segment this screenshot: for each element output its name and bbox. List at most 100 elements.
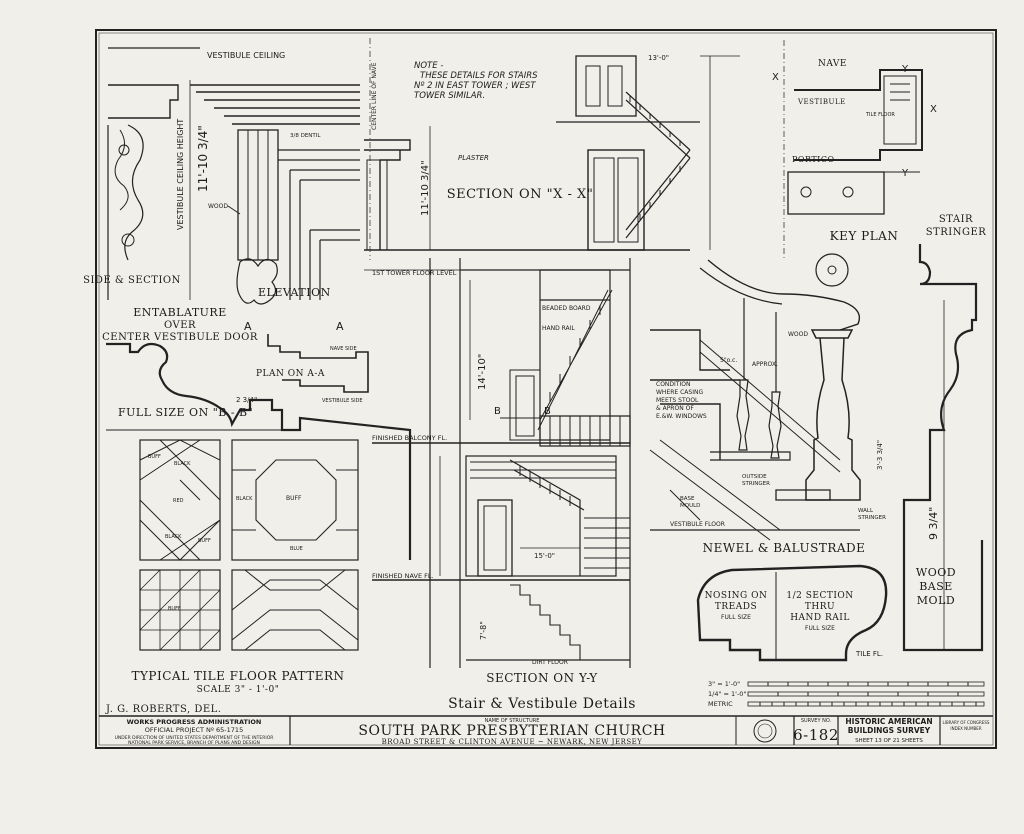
tile-fl-label: TILE FL.: [855, 650, 883, 658]
half-section-2: THRU: [805, 602, 835, 612]
a-marker-right: A: [336, 320, 344, 333]
plaster-label: PLASTER: [458, 154, 489, 162]
a-marker-left: A: [244, 320, 252, 333]
first-tower-floor: 1ST TOWER FLOOR LEVEL: [372, 269, 457, 277]
condition-1: CONDITION: [656, 381, 690, 388]
sheet-border: [95, 29, 997, 749]
name-of-structure-label: NAME OF STRUCTURE: [485, 718, 540, 724]
structure-address: BROAD STREET & CLINTON AVENUE ~ NEWARK, …: [382, 738, 643, 746]
ceiling-height-dim: 11'-10 3/4": [196, 125, 210, 192]
finished-balcony-fl: FINISHED BALCONY FL.: [372, 434, 447, 442]
note-line-1: NOTE -: [414, 61, 443, 71]
scale-bar-label-1: 3" = 1'-0": [708, 680, 740, 688]
vestibule-label: VESTIBULE: [797, 98, 846, 106]
vestibule-side-label: VESTIBULE SIDE: [322, 398, 363, 404]
dim-11-10-xx: 11'-10 3/4": [420, 160, 431, 216]
stair-stringer-profile: 9 3/4" WOOD BASE MOLD TILE FL.: [855, 244, 984, 658]
note-line-4: TOWER SIMILAR.: [414, 91, 485, 101]
sheet-number: SHEET 13 OF 21 SHEETS: [855, 738, 923, 744]
dim-14-10: 14'-10": [477, 354, 488, 390]
dim-5-oc: 5"o.c.: [720, 357, 737, 364]
nosing-3: FULL SIZE: [721, 614, 751, 621]
structure-name: SOUTH PARK PRESBYTERIAN CHURCH: [358, 723, 665, 739]
tile-black-1: BLACK: [174, 461, 191, 467]
wall-stringer-1: WALL: [858, 508, 874, 514]
portico-label: PORTICO: [792, 155, 835, 164]
base-mould-2: MOULD: [680, 503, 700, 509]
wall-stringer-2: STRINGER: [858, 515, 886, 521]
tile-blue: BLUE: [290, 546, 303, 552]
key-plan-title: KEY PLAN: [830, 229, 899, 243]
dim-13-0: 13'-0": [648, 54, 669, 62]
condition-4: & APRON OF: [656, 405, 694, 412]
note-line-2: THESE DETAILS FOR STAIRS: [420, 71, 538, 81]
wood-base-1: WOOD: [916, 566, 956, 579]
wood-label-newel: WOOD: [788, 331, 808, 338]
scale-bars: 3" = 1'-0" 1/4" = 1'-0" METRIC: [708, 680, 985, 708]
tile-red: RED: [173, 498, 184, 504]
wpa-line-4: NATIONAL PARK SERVICE, BRANCH OF PLANS A…: [128, 740, 260, 746]
newel-balustrade-title: NEWEL & BALUSTRADE: [703, 541, 866, 555]
drawing-title: Stair & Vestibule Details: [448, 696, 636, 712]
bb-molding-profile: FULL SIZE ON "B - B" 2 3/4": [106, 342, 412, 560]
condition-5: E.&W. WINDOWS: [656, 413, 707, 420]
plan-aa-detail: A A NAVE SIDE PLAN ON A-A VESTIBULE SIDE: [244, 320, 369, 404]
x-marker-1: X: [772, 72, 779, 83]
title-block: J. G. ROBERTS, DEL. Stair & Vestibule De…: [99, 696, 993, 746]
survey-no-label: SURVEY NO.: [801, 718, 832, 724]
dim-2-3-4: 2 3/4": [236, 396, 257, 404]
x-marker-2: X: [930, 104, 937, 115]
newel-balustrade: WOOD 5"o.c. APPROX. CONDITION WHERE CASI…: [649, 253, 886, 555]
note-line-3: Nº 2 IN EAST TOWER ; WEST: [414, 81, 536, 91]
tile-black-2: BLACK: [165, 534, 182, 540]
y-marker-2: Y: [901, 168, 909, 179]
tile-floor-label: TILE FLOOR: [865, 112, 895, 118]
tile-buff-2: BUFF: [198, 538, 211, 544]
condition-2: WHERE CASING: [656, 389, 703, 396]
habs-line-1: HISTORIC AMERICAN: [845, 717, 932, 726]
wpa-line-3: UNDER DIRECTION OF UNITED STATES DEPARTM…: [115, 735, 274, 741]
loc-line-1: LIBRARY OF CONGRESS: [943, 720, 990, 725]
wpa-line-2: OFFICIAL PROJECT Nº 65-1715: [145, 726, 243, 734]
delineator: J. G. ROBERTS, DEL.: [105, 704, 221, 715]
entablature-center: CENTER VESTIBULE DOOR: [102, 332, 258, 343]
hand-rail-label-1: HAND RAIL: [542, 325, 575, 332]
half-section-3: HAND RAIL: [790, 613, 850, 623]
full-size-bb-label: FULL SIZE ON "B - B": [118, 406, 253, 419]
tile-black-3: BLACK: [236, 496, 253, 502]
plan-aa-label: PLAN ON A-A: [256, 369, 325, 379]
nave-side-label: NAVE SIDE: [330, 346, 357, 352]
section-xx-title: SECTION ON "X - X": [447, 187, 594, 202]
key-plan: NAVE X Y X Y VESTIBULE TILE FLOOR PORTIC…: [772, 40, 986, 260]
nosing-1: NOSING ON: [705, 591, 768, 601]
approx-label: APPROX.: [752, 361, 778, 368]
half-section-1: 1/2 SECTION: [786, 591, 853, 601]
stair-stringer-1: STAIR: [939, 214, 973, 225]
section-yy-title: SECTION ON Y-Y: [486, 671, 598, 685]
tile-buff-4: BUFF: [168, 606, 181, 612]
dirt-floor-label: DIRT FLOOR: [532, 659, 568, 666]
scale-bar-label-2: 1/4" = 1'-0": [708, 690, 746, 698]
tile-scale: SCALE 3" - 1'-0": [197, 685, 280, 695]
tile-buff-1: BUFF: [148, 454, 161, 460]
nosing-2: TREADS: [715, 602, 757, 612]
dentil-label: 3/8 DENTIL: [290, 133, 321, 139]
entablature-detail: VESTIBULE CEILING VESTIBULE CEILING HEIG…: [83, 47, 360, 343]
side-section-label: SIDE & SECTION: [83, 275, 181, 286]
scale-bar-label-3: METRIC: [708, 700, 733, 708]
base-mould-1: BASE: [680, 496, 695, 502]
condition-3: MEETS STOOL: [656, 397, 699, 404]
vestibule-floor-label: VESTIBULE FLOOR: [670, 521, 725, 528]
habs-line-2: BUILDINGS SURVEY: [848, 726, 931, 735]
wood-label: WOOD: [208, 203, 228, 210]
wood-base-2: BASE: [919, 580, 953, 593]
half-section-4: FULL SIZE: [805, 625, 835, 632]
section-xx: CENTER LINE OF NAVE NOTE - THESE DETAILS…: [364, 38, 740, 277]
b-marker-left: B: [494, 406, 501, 417]
typical-tile-title: TYPICAL TILE FLOOR PATTERN: [132, 669, 345, 683]
outside-stringer-1: OUTSIDE: [742, 474, 767, 480]
entablature-over: OVER: [164, 320, 196, 331]
wood-base-3: MOLD: [917, 594, 955, 607]
survey-no: 6-182: [793, 726, 839, 744]
